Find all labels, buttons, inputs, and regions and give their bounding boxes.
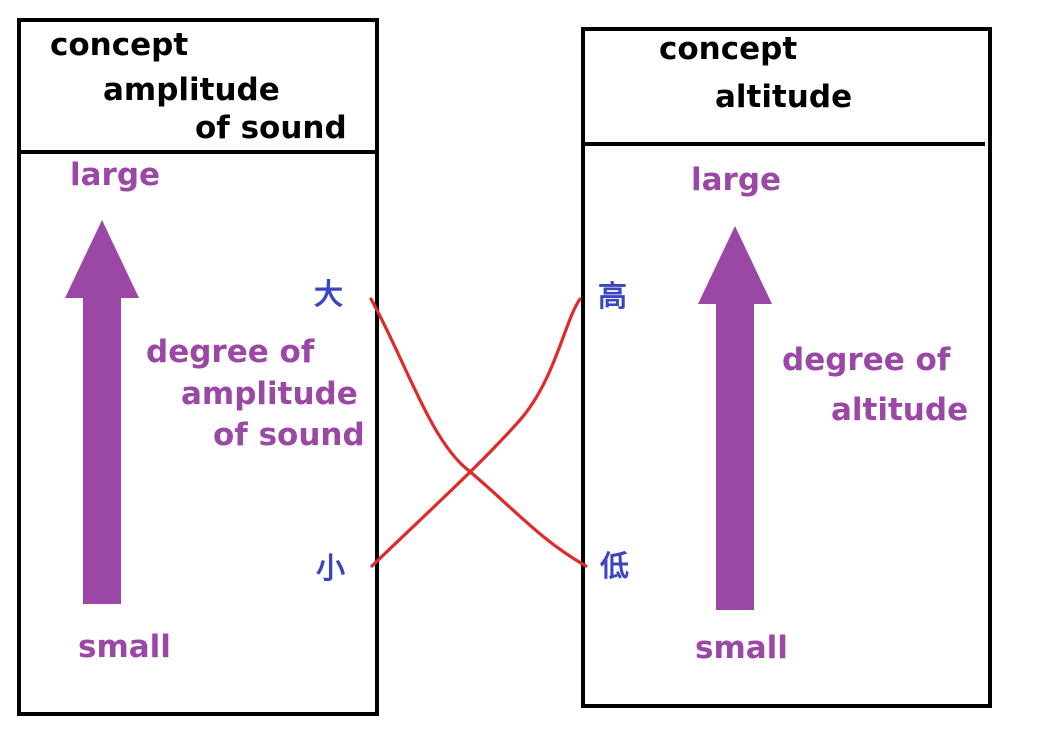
left-concept-box: [17, 18, 379, 716]
right-up-arrow: [698, 226, 772, 610]
left-header-line-2: amplitude: [103, 72, 280, 108]
left-header-line-1: concept: [50, 27, 189, 63]
right-concept-box: [581, 27, 992, 708]
right-top-label: large: [691, 162, 782, 198]
left-top-label: large: [70, 157, 161, 193]
right-axis-label-line-2: altitude: [831, 392, 969, 428]
right-high-kanji: 高: [598, 279, 628, 313]
left-high-kanji: 大: [314, 277, 344, 311]
right-axis-label-line-1: degree of: [782, 342, 951, 378]
connector-small-to-high: [370, 297, 582, 568]
left-axis-label-line-1: degree of: [146, 334, 315, 370]
left-header-divider: [17, 150, 379, 154]
connector-large-to-low: [369, 297, 588, 568]
left-header-line-3: of sound: [195, 110, 347, 146]
left-axis-label-line-2: amplitude: [181, 376, 358, 412]
right-low-kanji: 低: [600, 549, 630, 583]
left-low-kanji: 小: [316, 551, 346, 585]
left-axis-label-line-3: of sound: [213, 417, 365, 453]
right-header-line-2: altitude: [715, 79, 853, 115]
right-header-divider: [581, 142, 985, 146]
left-up-arrow: [65, 220, 139, 604]
right-header-line-1: concept: [659, 31, 798, 67]
right-bottom-label: small: [695, 630, 788, 666]
left-bottom-label: small: [78, 629, 171, 665]
